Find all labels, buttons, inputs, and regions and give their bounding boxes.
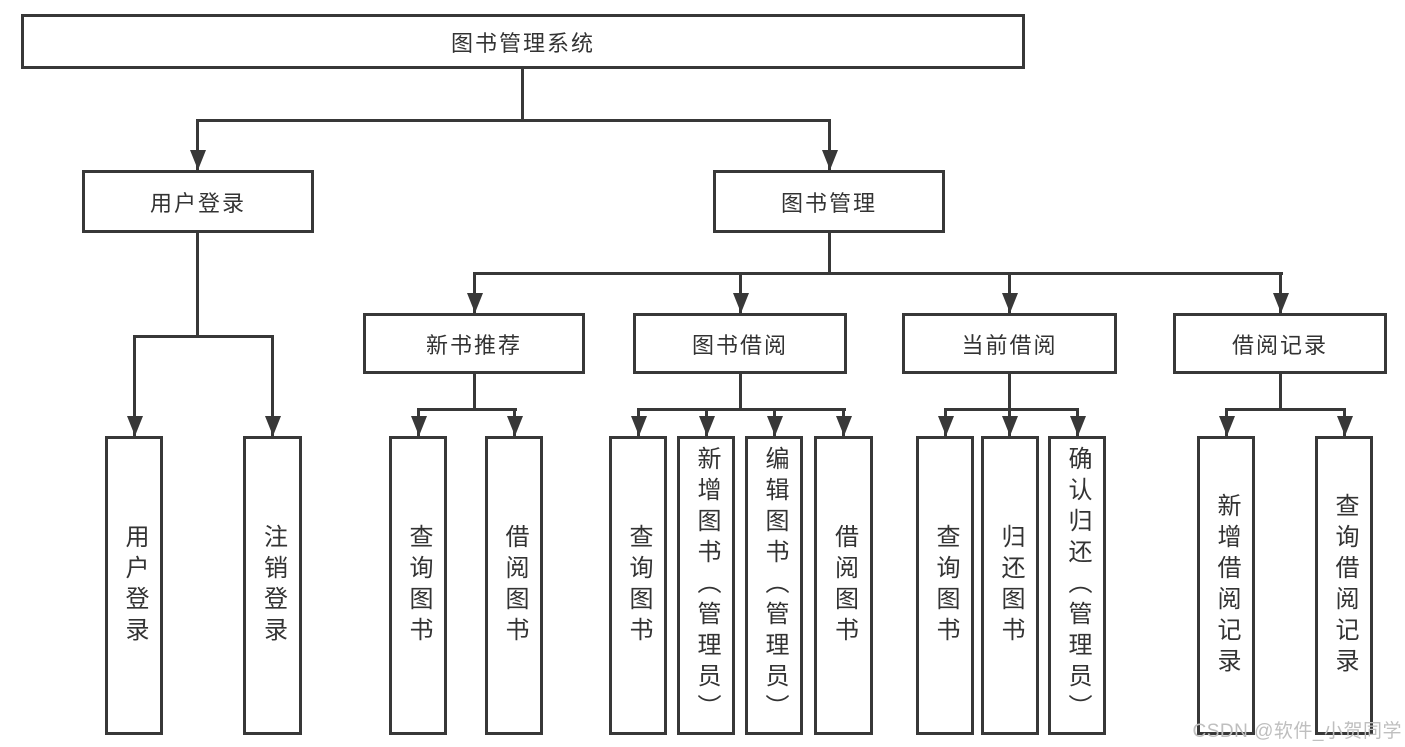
node-borrowing-records: 借阅记录	[1173, 313, 1387, 374]
leaf-bb-edit-books-admin: 编辑图书（管理员）	[745, 436, 803, 735]
arrow-down	[1279, 272, 1282, 313]
leaf-cb-confirm-return-admin: 确认归还（管理员）	[1048, 436, 1106, 735]
arrow-down	[417, 408, 420, 436]
node-user-login: 用户登录	[82, 170, 314, 233]
arrow-down	[196, 119, 199, 170]
node-book-borrowing: 图书借阅	[633, 313, 847, 374]
connector-line	[196, 119, 831, 122]
connector-line	[1225, 408, 1346, 411]
arrow-down	[1008, 408, 1011, 436]
node-new-book-recommendation: 新书推荐	[363, 313, 585, 374]
connector-line	[1279, 374, 1282, 410]
connector-line	[133, 335, 274, 338]
leaf-cb-return-books: 归还图书	[981, 436, 1039, 735]
leaf-br-add-record: 新增借阅记录	[1197, 436, 1255, 735]
node-book-management: 图书管理	[713, 170, 945, 233]
arrow-down	[1343, 408, 1346, 436]
arrow-down	[513, 408, 516, 436]
arrow-down	[705, 408, 708, 436]
arrow-down	[739, 272, 742, 313]
node-current-borrowing: 当前借阅	[902, 313, 1117, 374]
arrow-down	[773, 408, 776, 436]
connector-line	[739, 374, 742, 410]
connector-line	[1008, 374, 1011, 410]
arrow-down	[1008, 272, 1011, 313]
connector-line	[196, 233, 199, 337]
connector-line	[473, 272, 1283, 275]
leaf-bb-borrow-books: 借阅图书	[814, 436, 873, 735]
arrow-down	[842, 408, 845, 436]
watermark: CSDN @软件_小贺同学	[1192, 721, 1402, 742]
arrow-down	[473, 272, 476, 313]
leaf-nb-borrow-books: 借阅图书	[485, 436, 543, 735]
arrow-down	[637, 408, 640, 436]
connector-line	[828, 233, 831, 274]
arrow-down	[1225, 408, 1228, 436]
arrow-down	[271, 335, 274, 436]
leaf-br-query-record: 查询借阅记录	[1315, 436, 1373, 735]
arrow-down	[1076, 408, 1079, 436]
leaf-bb-add-books-admin: 新增图书（管理员）	[677, 436, 735, 735]
connector-line	[944, 408, 1079, 411]
leaf-user-login: 用户登录	[105, 436, 163, 735]
node-root: 图书管理系统	[21, 14, 1025, 69]
arrow-down	[944, 408, 947, 436]
leaf-logout: 注销登录	[243, 436, 302, 735]
arrow-down	[133, 335, 136, 436]
connector-line	[473, 374, 476, 410]
leaf-bb-query-books: 查询图书	[609, 436, 667, 735]
connector-line	[417, 408, 517, 411]
leaf-nb-query-books: 查询图书	[389, 436, 447, 735]
leaf-cb-query-books: 查询图书	[916, 436, 974, 735]
connector-line	[637, 408, 846, 411]
connector-line	[521, 69, 524, 121]
arrow-down	[828, 119, 831, 170]
